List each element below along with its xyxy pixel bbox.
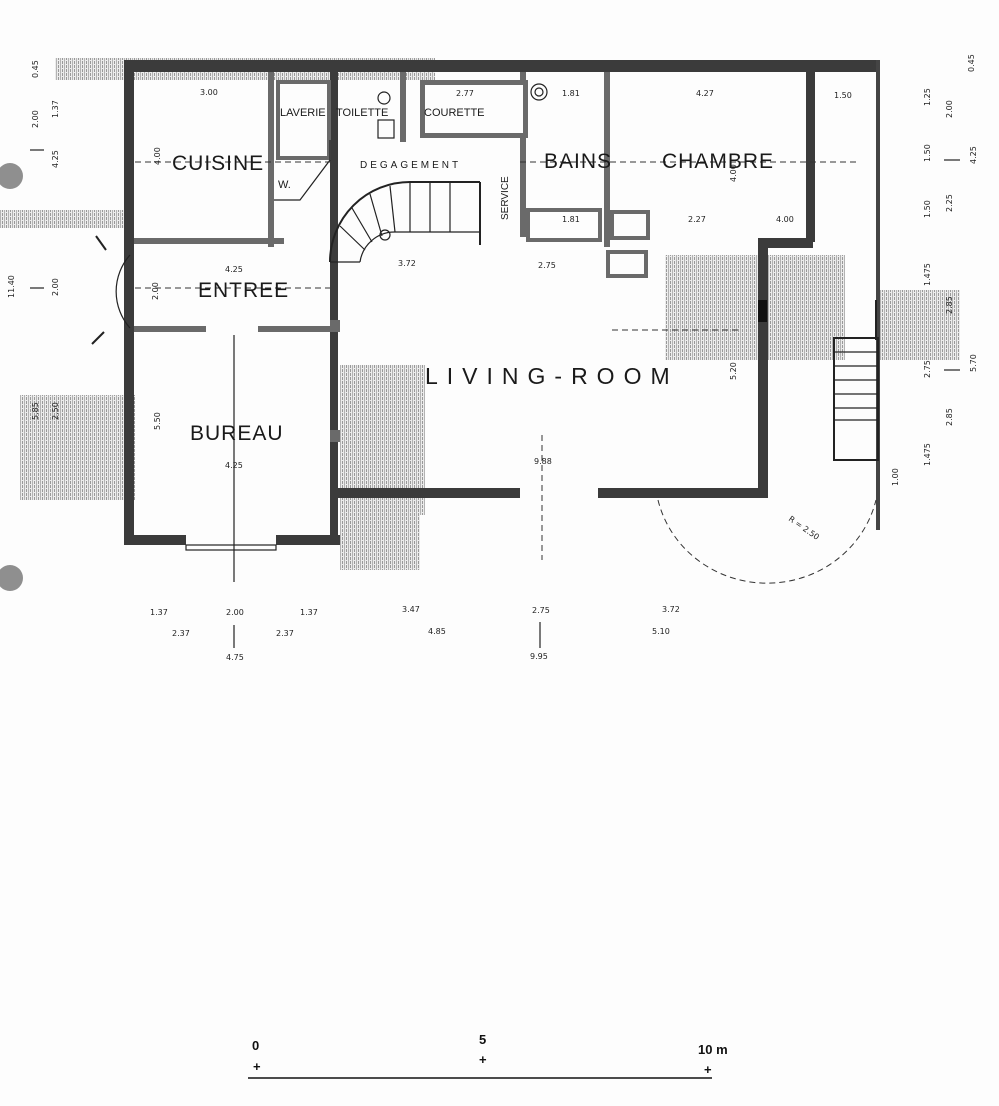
svg-text:2.00: 2.00 bbox=[945, 100, 954, 118]
svg-text:1.25: 1.25 bbox=[923, 88, 932, 106]
svg-text:1.50: 1.50 bbox=[923, 200, 932, 218]
label-courette: COURETTE bbox=[424, 107, 485, 119]
svg-text:3.47: 3.47 bbox=[402, 605, 420, 614]
svg-text:5.20: 5.20 bbox=[729, 362, 738, 380]
svg-text:4.25: 4.25 bbox=[225, 265, 243, 274]
svg-text:R = 2.50: R = 2.50 bbox=[787, 514, 821, 542]
svg-text:1.00: 1.00 bbox=[891, 468, 900, 486]
label-living-room: LIVING-ROOM bbox=[425, 363, 679, 389]
svg-text:2.00: 2.00 bbox=[151, 282, 160, 300]
interior-walls bbox=[134, 72, 650, 442]
svg-text:3.00: 3.00 bbox=[200, 88, 218, 97]
spiral-staircase bbox=[329, 181, 481, 263]
svg-text:2.00: 2.00 bbox=[226, 608, 244, 617]
svg-text:4.85: 4.85 bbox=[428, 627, 446, 636]
label-degagement: DEGAGEMENT bbox=[360, 160, 461, 171]
svg-text:2.37: 2.37 bbox=[172, 629, 190, 638]
svg-text:1.475: 1.475 bbox=[923, 263, 932, 286]
svg-text:2.77: 2.77 bbox=[456, 89, 474, 98]
svg-text:5.85: 5.85 bbox=[31, 402, 40, 420]
svg-text:1.37: 1.37 bbox=[150, 608, 168, 617]
label-chambre: CHAMBRE bbox=[662, 150, 774, 173]
scale-tick-five: + bbox=[479, 1052, 487, 1067]
svg-text:1.50: 1.50 bbox=[923, 144, 932, 162]
label-laverie: LAVERIE bbox=[280, 107, 326, 119]
binder-hole-bottom bbox=[0, 565, 23, 591]
label-w: W. bbox=[278, 179, 291, 191]
scale-bar: 0 5 10 m + + + bbox=[248, 1032, 728, 1079]
scale-five: 5 bbox=[479, 1032, 486, 1047]
label-bureau: BUREAU bbox=[190, 422, 284, 445]
svg-text:5.70: 5.70 bbox=[969, 354, 978, 372]
scale-ten: 10 m bbox=[698, 1042, 728, 1057]
exterior-walls bbox=[124, 60, 880, 545]
svg-text:1.81: 1.81 bbox=[562, 89, 580, 98]
svg-text:4.25: 4.25 bbox=[969, 146, 978, 164]
svg-text:2.00: 2.00 bbox=[31, 110, 40, 128]
svg-text:4.27: 4.27 bbox=[696, 89, 714, 98]
left-dimensions: 2.00 1.37 4.25 11.40 2.00 5.85 2.50 bbox=[7, 100, 60, 420]
svg-text:1.37: 1.37 bbox=[300, 608, 318, 617]
label-service: SERVICE bbox=[500, 176, 511, 220]
svg-text:9.88: 9.88 bbox=[534, 457, 552, 466]
svg-text:2.75: 2.75 bbox=[923, 360, 932, 378]
svg-text:4.25: 4.25 bbox=[225, 461, 243, 470]
svg-text:5.50: 5.50 bbox=[153, 412, 162, 430]
svg-text:4.25: 4.25 bbox=[51, 150, 60, 168]
scale-tick-ten: + bbox=[704, 1062, 712, 1077]
svg-text:0.45: 0.45 bbox=[967, 54, 976, 72]
label-cuisine: CUISINE bbox=[172, 152, 264, 175]
svg-text:2.85: 2.85 bbox=[945, 296, 954, 314]
svg-text:2.50: 2.50 bbox=[51, 402, 60, 420]
label-toilette: TOILETTE bbox=[336, 107, 388, 119]
label-bains: BAINS bbox=[544, 150, 612, 173]
svg-text:3.72: 3.72 bbox=[398, 259, 416, 268]
svg-text:4.00: 4.00 bbox=[153, 147, 162, 165]
right-dimensions: 1.25 2.00 1.50 4.25 1.50 2.25 1.475 2.85… bbox=[31, 54, 978, 486]
label-entree: ENTREE bbox=[198, 279, 289, 302]
svg-text:4.00: 4.00 bbox=[776, 215, 794, 224]
svg-text:4.75: 4.75 bbox=[226, 653, 244, 662]
scale-tick-zero: + bbox=[253, 1059, 261, 1074]
room-labels: CUISINE ENTREE BUREAU LIVING-ROOM BAINS … bbox=[172, 107, 774, 445]
svg-text:0.45: 0.45 bbox=[31, 60, 40, 78]
svg-text:2.75: 2.75 bbox=[532, 606, 550, 615]
fixtures bbox=[274, 83, 767, 322]
svg-text:4.00: 4.00 bbox=[729, 164, 738, 182]
svg-text:2.00: 2.00 bbox=[51, 278, 60, 296]
scale-zero: 0 bbox=[252, 1038, 259, 1053]
svg-text:2.27: 2.27 bbox=[688, 215, 706, 224]
svg-text:2.37: 2.37 bbox=[276, 629, 294, 638]
svg-text:2.75: 2.75 bbox=[538, 261, 556, 270]
svg-text:3.72: 3.72 bbox=[662, 605, 680, 614]
svg-text:1.37: 1.37 bbox=[51, 100, 60, 118]
svg-text:9.95: 9.95 bbox=[530, 652, 548, 661]
svg-text:1.50: 1.50 bbox=[834, 91, 852, 100]
binder-hole-top bbox=[0, 163, 23, 189]
bottom-dimensions: 1.37 2.00 1.37 3.47 2.75 3.72 2.37 2.37 … bbox=[150, 605, 680, 662]
svg-text:1.81: 1.81 bbox=[562, 215, 580, 224]
svg-text:1.475: 1.475 bbox=[923, 443, 932, 466]
svg-text:11.40: 11.40 bbox=[7, 275, 16, 298]
axis-lines bbox=[135, 161, 860, 582]
svg-text:2.25: 2.25 bbox=[945, 194, 954, 212]
svg-text:5.10: 5.10 bbox=[652, 627, 670, 636]
terrace bbox=[91, 235, 877, 584]
exterior-stair bbox=[833, 300, 879, 461]
svg-text:2.85: 2.85 bbox=[945, 408, 954, 426]
